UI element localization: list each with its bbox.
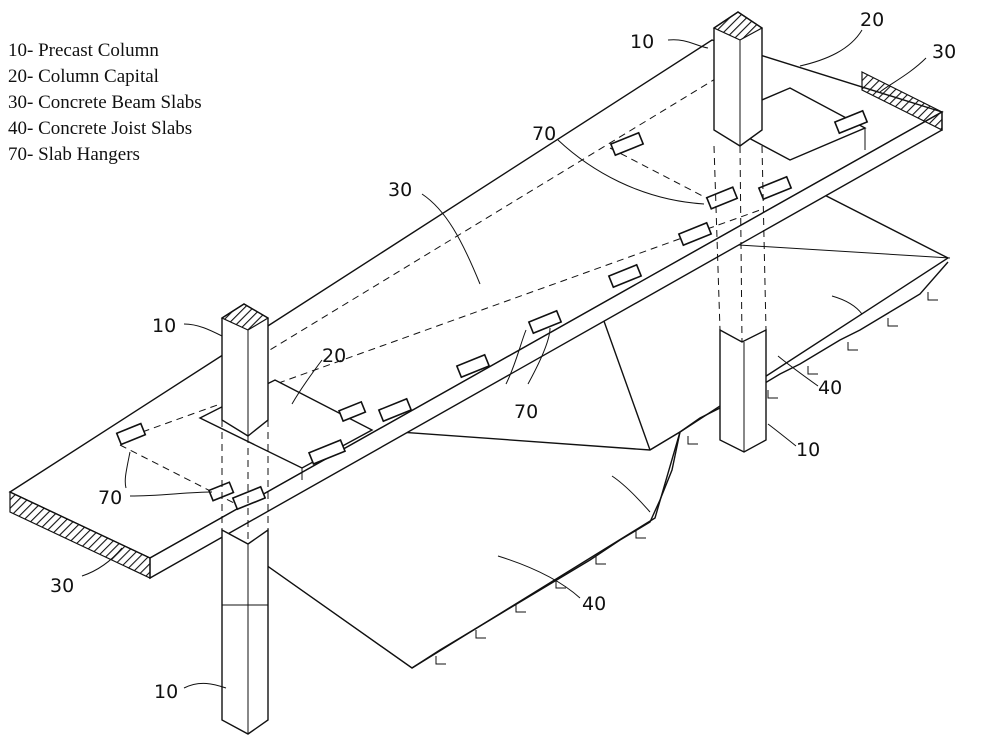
slab-hanger bbox=[609, 131, 645, 157]
label-capital: 20 bbox=[322, 345, 346, 367]
legend-item-column-capital: 20- Column Capital bbox=[8, 66, 159, 87]
slab-hanger bbox=[231, 485, 267, 511]
label-joist-slab: 40 bbox=[818, 377, 842, 399]
label-column: 10 bbox=[154, 681, 178, 703]
label-beam-slab: 30 bbox=[932, 41, 956, 63]
legend-item-beam-slabs: 30- Concrete Beam Slabs bbox=[8, 92, 202, 113]
slab-hanger bbox=[337, 400, 367, 423]
label-column: 10 bbox=[630, 31, 654, 53]
slab-hanger bbox=[833, 109, 869, 135]
label-column: 10 bbox=[796, 439, 820, 461]
precast-column-left bbox=[220, 303, 270, 735]
label-joist-slab: 40 bbox=[582, 593, 606, 615]
callout-labels: 10 20 30 70 30 10 20 70 70 30 40 10 40 1… bbox=[50, 9, 956, 703]
precast-column-right bbox=[712, 11, 767, 453]
label-capital: 20 bbox=[860, 9, 884, 31]
legend-item-precast-column: 10- Precast Column bbox=[8, 40, 159, 61]
beam-slab-cut-end bbox=[9, 491, 151, 579]
slab-hanger bbox=[115, 422, 147, 446]
legend: 10- Precast Column 20- Column Capital 30… bbox=[8, 38, 202, 168]
label-hanger: 70 bbox=[98, 487, 122, 509]
slab-hanger bbox=[527, 309, 563, 335]
leader-lines bbox=[81, 29, 927, 689]
label-beam-slab: 30 bbox=[50, 575, 74, 597]
slab-hanger bbox=[677, 221, 713, 247]
slab-hanger bbox=[207, 481, 235, 502]
slab-hanger bbox=[377, 397, 413, 423]
slab-hanger bbox=[307, 439, 347, 465]
legend-item-slab-hangers: 70- Slab Hangers bbox=[8, 144, 140, 165]
legend-item-joist-slabs: 40- Concrete Joist Slabs bbox=[8, 118, 193, 139]
slab-hangers bbox=[115, 109, 869, 511]
beam-slab-cut-end-far bbox=[861, 71, 943, 131]
slab-hanger bbox=[455, 353, 491, 379]
slab-hanger bbox=[757, 175, 793, 201]
label-column: 10 bbox=[152, 315, 176, 337]
slab-hanger bbox=[607, 263, 643, 289]
label-hanger: 70 bbox=[532, 123, 556, 145]
slab-hanger bbox=[705, 186, 739, 210]
label-hanger: 70 bbox=[514, 401, 538, 423]
label-beam-slab: 30 bbox=[388, 179, 412, 201]
